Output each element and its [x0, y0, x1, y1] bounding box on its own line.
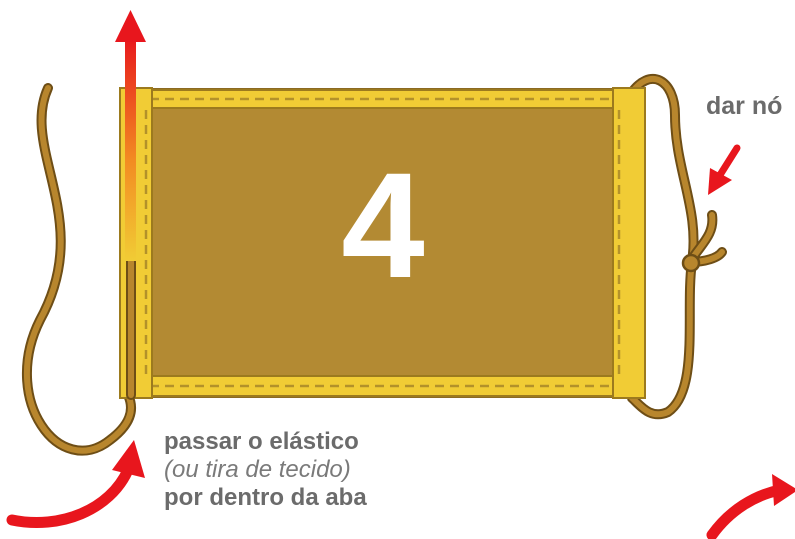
up-arrow-icon — [115, 10, 146, 261]
right-side-channel — [612, 87, 646, 399]
step-number: 4 — [341, 141, 425, 309]
instruction-line-1: passar o elástico — [164, 428, 359, 455]
knot-label: dar nó — [706, 92, 783, 120]
mask-fabric — [120, 88, 645, 398]
top-hem — [123, 89, 642, 109]
instruction-text: passar o elástico (ou tira de tecido) po… — [164, 428, 367, 512]
left-elastic-cord — [22, 83, 136, 456]
bottom-hem — [123, 375, 642, 397]
curved-arrow-icon-right — [706, 474, 795, 539]
instruction-line-3: por dentro da aba — [164, 484, 367, 511]
knot-icon — [681, 210, 727, 273]
instruction-line-2: (ou tira de tecido) — [164, 456, 351, 483]
curved-arrow-icon — [6, 440, 145, 529]
down-left-arrow-icon — [708, 144, 741, 195]
